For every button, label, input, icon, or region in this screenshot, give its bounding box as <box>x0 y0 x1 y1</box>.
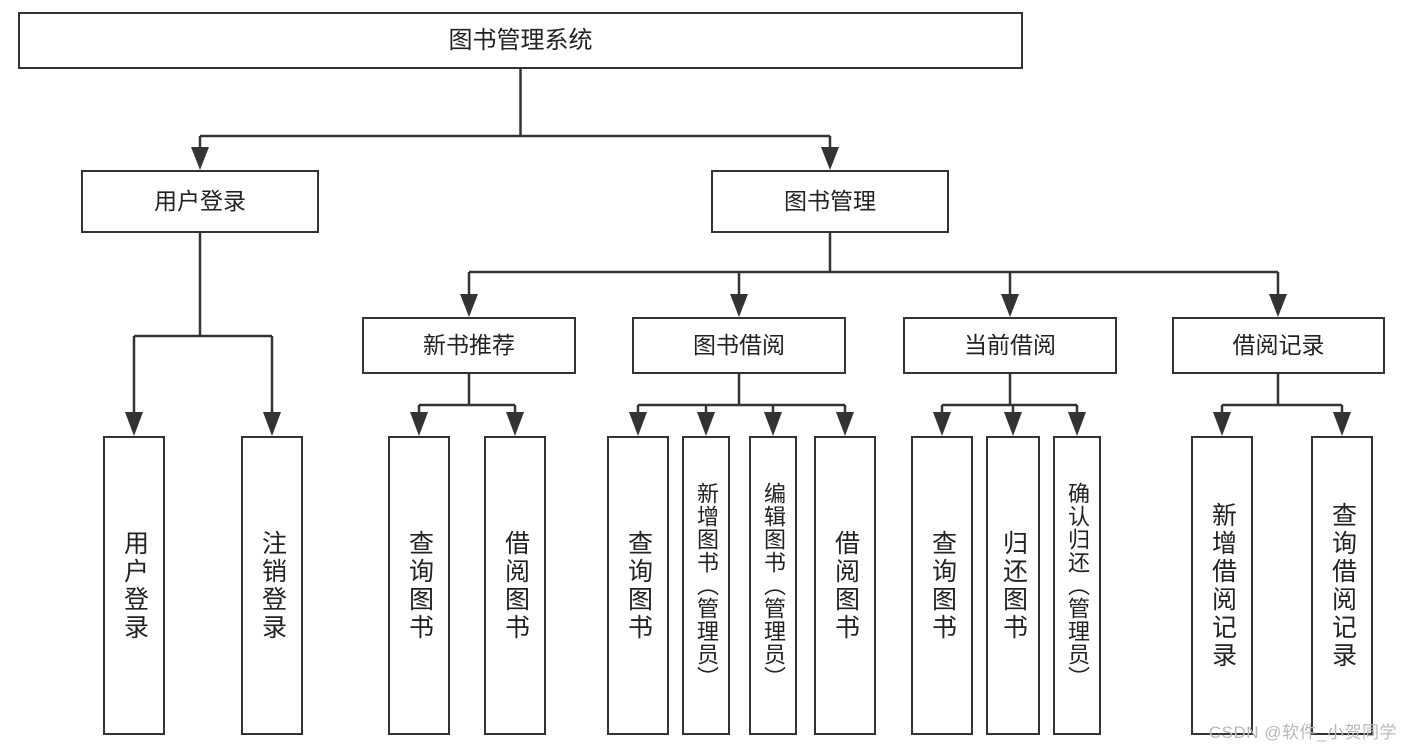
leaf-query-book-current[interactable]: 查询图书 <box>911 436 973 735</box>
leaf-query-borrow-record-label: 查询借阅记录 <box>1328 501 1357 670</box>
leaf-borrow-book-recommend-label: 借阅图书 <box>501 529 530 642</box>
node-new-book-recommend[interactable]: 新书推荐 <box>362 317 576 374</box>
leaf-query-borrow-record[interactable]: 查询借阅记录 <box>1311 436 1373 735</box>
node-root-label: 图书管理系统 <box>448 26 593 54</box>
node-borrow-record[interactable]: 借阅记录 <box>1172 317 1385 374</box>
leaf-borrow-book-recommend[interactable]: 借阅图书 <box>484 436 546 735</box>
csdn-watermark: CSDN @软件_小贺同学 <box>1208 723 1397 742</box>
leaf-query-book-borrow[interactable]: 查询图书 <box>607 436 669 735</box>
edge-user-login-to-leaves <box>125 233 281 436</box>
node-user-login[interactable]: 用户登录 <box>81 170 319 233</box>
leaf-add-borrow-record-label: 新增借阅记录 <box>1208 501 1237 670</box>
leaf-borrow-book-borrow-label: 借阅图书 <box>831 529 860 642</box>
leaf-return-book[interactable]: 归还图书 <box>986 436 1040 735</box>
leaf-confirm-return-admin[interactable]: 确认归还（管理员） <box>1053 436 1101 735</box>
leaf-query-book-recommend[interactable]: 查询图书 <box>388 436 450 735</box>
leaf-add-book-admin-label: 新增图书（管理员） <box>694 482 719 689</box>
edge-borrow-record-to-leaves <box>1213 374 1351 436</box>
node-book-manage[interactable]: 图书管理 <box>711 170 949 233</box>
leaf-return-book-label: 归还图书 <box>999 529 1028 642</box>
leaf-confirm-return-admin-label: 确认归还（管理员） <box>1065 482 1090 689</box>
node-root[interactable]: 图书管理系统 <box>18 12 1023 69</box>
edge-new-book-rec-to-leaves <box>410 374 524 436</box>
leaf-add-book-admin[interactable]: 新增图书（管理员） <box>682 436 730 735</box>
node-current-borrow-label: 当前借阅 <box>964 332 1056 359</box>
node-book-borrow[interactable]: 图书借阅 <box>632 317 846 374</box>
node-user-login-label: 用户登录 <box>154 188 246 215</box>
edge-book-borrow-to-leaves <box>629 374 854 436</box>
leaf-user-logout[interactable]: 注销登录 <box>241 436 303 735</box>
leaf-user-login-label: 用户登录 <box>120 529 149 642</box>
node-current-borrow[interactable]: 当前借阅 <box>903 317 1117 374</box>
edge-root-to-level2 <box>191 69 839 170</box>
edge-book-manage-to-level3 <box>460 233 1287 317</box>
leaf-user-logout-label: 注销登录 <box>258 529 287 642</box>
leaf-query-book-current-label: 查询图书 <box>928 529 957 642</box>
edge-current-borrow-to-leaves <box>933 374 1086 436</box>
node-book-borrow-label: 图书借阅 <box>693 332 785 359</box>
leaf-query-book-borrow-label: 查询图书 <box>624 529 653 642</box>
leaf-edit-book-admin-label: 编辑图书（管理员） <box>761 482 786 689</box>
leaf-edit-book-admin[interactable]: 编辑图书（管理员） <box>749 436 797 735</box>
leaf-add-borrow-record[interactable]: 新增借阅记录 <box>1191 436 1253 735</box>
node-borrow-record-label: 借阅记录 <box>1232 332 1325 359</box>
leaf-borrow-book-borrow[interactable]: 借阅图书 <box>814 436 876 735</box>
leaf-query-book-recommend-label: 查询图书 <box>405 529 434 642</box>
node-new-book-recommend-label: 新书推荐 <box>423 332 515 359</box>
node-book-manage-label: 图书管理 <box>784 188 876 215</box>
leaf-user-login[interactable]: 用户登录 <box>103 436 165 735</box>
